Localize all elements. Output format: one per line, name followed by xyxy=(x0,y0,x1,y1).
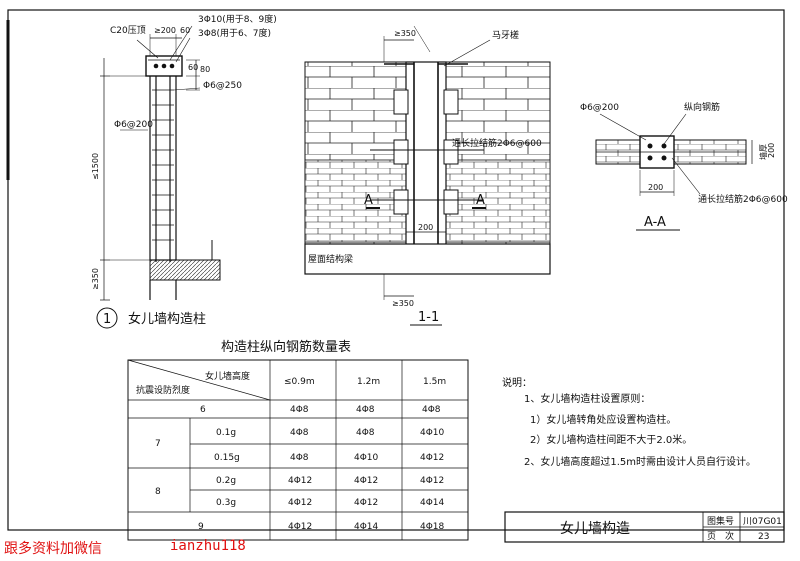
label-d80: 80 xyxy=(200,65,210,74)
cell: 4Φ14 xyxy=(420,498,445,508)
label-long-bar: 纵向钢筋 xyxy=(684,101,720,113)
label-d60: 60 xyxy=(188,63,198,72)
caption-left: 女儿墙构造柱 xyxy=(128,311,206,327)
label-stirrup-top: Φ6@250 xyxy=(203,81,242,91)
section-1-1-detail: ≥350 马牙槎 通长拉结筋2Φ6@600 A A 200 屋面结构梁 ≥350… xyxy=(304,25,551,326)
row-acc: 0.3g xyxy=(216,498,236,508)
cell: 4Φ12 xyxy=(288,498,312,508)
label-w200: ≥200 xyxy=(154,26,176,35)
row-deg-8: 8 xyxy=(155,487,161,497)
note-3: 2）女儿墙构造柱间距不大于2.0米。 xyxy=(530,433,692,446)
cell: 4Φ10 xyxy=(420,428,445,438)
table-title: 构造柱纵向钢筋数量表 xyxy=(221,339,351,355)
label-top-cap: C20压顶 xyxy=(110,25,146,36)
title-block: 女儿墙构造 图集号 川07G01 页 次 23 xyxy=(504,511,785,543)
cell: 4Φ8 xyxy=(422,405,441,415)
cell: 4Φ12 xyxy=(354,498,378,508)
table-corner-top: 女儿墙高度 xyxy=(205,370,250,382)
cell: 4Φ8 xyxy=(290,405,309,415)
notes-heading: 说明： xyxy=(502,376,532,389)
sheet-border xyxy=(7,9,785,531)
note-1: 1、女儿墙构造柱设置原则： xyxy=(524,392,650,405)
label-d200-aa: 200 xyxy=(648,183,663,192)
label-bar1: 3Φ10(用于8、9度) xyxy=(198,13,277,25)
label-width-200: 200 xyxy=(418,223,433,232)
table-corner-bottom: 抗震设防烈度 xyxy=(136,384,190,396)
label-height: ≤1500 xyxy=(91,153,100,180)
row-acc: 0.1g xyxy=(216,428,236,438)
label-roof-beam: 屋面结构梁 xyxy=(308,253,353,265)
page-label: 页 次 xyxy=(707,530,734,542)
row-deg-9: 9 xyxy=(198,522,204,532)
label-top-dim: ≥350 xyxy=(394,29,416,38)
label-section-a-left: A xyxy=(364,193,373,208)
cell: 4Φ8 xyxy=(356,428,375,438)
cell: 4Φ14 xyxy=(354,522,379,532)
label-tie-aa: 通长拉结筋2Φ6@600 xyxy=(698,193,788,205)
col-head-2: 1.2m xyxy=(357,377,380,387)
label-d200-vertical: 200 xyxy=(767,143,776,158)
label-wall-thk: 墙厚 xyxy=(758,144,768,160)
watermark-left: 跟多资料加微信 xyxy=(4,541,102,557)
label-section-a-right: A xyxy=(476,193,485,208)
label-stirrup-aa: Φ6@200 xyxy=(580,103,619,113)
sheet-title: 女儿墙构造 xyxy=(560,520,630,537)
row-deg-6: 6 xyxy=(200,405,206,415)
cell: 4Φ12 xyxy=(354,476,378,486)
row-acc: 0.15g xyxy=(214,453,240,463)
label-stirrup: Φ6@200 xyxy=(114,120,153,130)
cell: 4Φ8 xyxy=(290,453,309,463)
label-bottom-dim: ≥350 xyxy=(392,299,414,308)
caption-middle: 1-1 xyxy=(418,310,439,325)
note-2: 1）女儿墙转角处应设置构造柱。 xyxy=(530,413,676,426)
cell: 4Φ8 xyxy=(290,428,309,438)
row-deg-7: 7 xyxy=(155,439,161,449)
caption-number: 1 xyxy=(103,312,111,327)
cell: 4Φ12 xyxy=(420,453,444,463)
col-head-3: 1.5m xyxy=(423,377,446,387)
col-head-1: ≤0.9m xyxy=(284,377,315,387)
cell: 4Φ12 xyxy=(288,522,312,532)
atlas-label: 图集号 xyxy=(707,515,734,527)
label-tie-middle: 通长拉结筋2Φ6@600 xyxy=(452,137,542,149)
label-anchor: ≥350 xyxy=(91,268,100,290)
parapet-column-detail: C20压顶 ≥200 60 3Φ10(用于8、9度) 3Φ8(用于6、7度) 6… xyxy=(91,13,277,329)
caption-right: A-A xyxy=(644,215,666,230)
cell: 4Φ18 xyxy=(420,522,445,532)
cell: 4Φ10 xyxy=(354,453,379,463)
watermark-right: ianzhu118 xyxy=(170,538,246,554)
note-4: 2、女儿墙高度超过1.5m时需由设计人员自行设计。 xyxy=(524,455,756,468)
page-number: 23 xyxy=(758,532,769,542)
cell: 4Φ12 xyxy=(288,476,312,486)
label-w60: 60 xyxy=(180,26,190,35)
cell: 4Φ8 xyxy=(356,405,375,415)
rebar-table: 构造柱纵向钢筋数量表 女儿墙高度 抗震设防烈度 ≤0.9m 1.2m 1.5m … xyxy=(127,339,469,541)
cell: 4Φ12 xyxy=(420,476,444,486)
label-bar2: 3Φ8(用于6、7度) xyxy=(198,27,271,39)
row-acc: 0.2g xyxy=(216,476,236,486)
label-mayacha: 马牙槎 xyxy=(492,29,519,41)
section-a-a-detail: Φ6@200 纵向钢筋 墙厚 200 200 通长拉结筋2Φ6@600 A-A xyxy=(580,101,788,231)
notes: 说明： 1、女儿墙构造柱设置原则： 1）女儿墙转角处应设置构造柱。 2）女儿墙构… xyxy=(502,376,756,468)
atlas-number: 川07G01 xyxy=(743,517,782,527)
